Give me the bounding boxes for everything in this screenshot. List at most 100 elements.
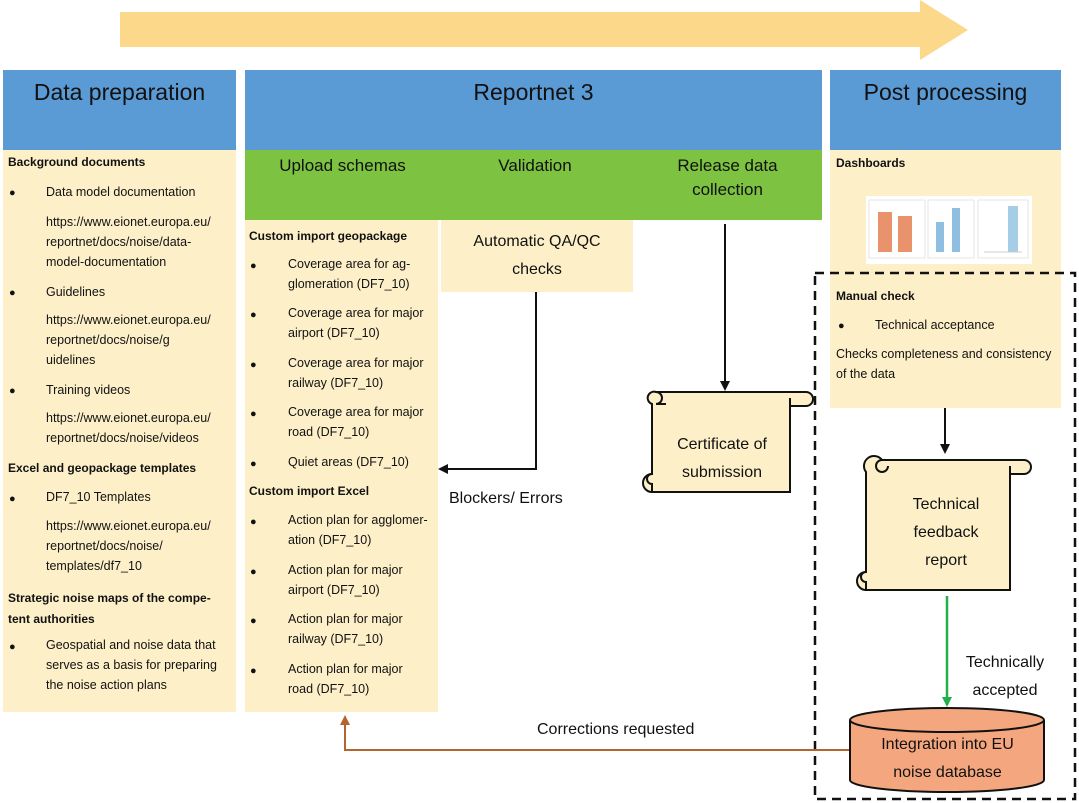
custom-import-excel-title: Custom import Excel xyxy=(249,484,370,498)
label-line: Integration into EU xyxy=(881,736,1014,753)
item-line: railway (DF7_10) xyxy=(288,376,384,390)
geospatial-item: Geospatial and noise data that serves as… xyxy=(46,635,217,695)
header-reportnet: Reportnet 3 xyxy=(245,70,822,150)
tab-release: Release data collection xyxy=(635,154,820,202)
url-line: https://www.eionet.europa.eu/ xyxy=(46,519,211,533)
excel-item: Action plan for major road (DF7_10) xyxy=(288,659,403,699)
geo-item: Coverage area for major railway (DF7_10) xyxy=(288,353,423,393)
item-line: airport (DF7_10) xyxy=(288,583,380,597)
guidelines-url: https://www.eionet.europa.eu/ reportnet/… xyxy=(46,310,211,370)
url-line: https://www.eionet.europa.eu/ xyxy=(46,215,211,229)
dashboards-title: Dashboards xyxy=(836,156,906,170)
corrections-arrow xyxy=(340,715,850,751)
label-line: Technically xyxy=(965,654,1045,671)
bullet: ● xyxy=(250,309,257,321)
label-line: noise database xyxy=(893,764,1002,781)
item-line: Coverage area for major xyxy=(288,405,424,419)
bullet: ● xyxy=(838,320,845,332)
tab-upload-schemas: Upload schemas xyxy=(279,156,406,175)
item-line: airport (DF7_10) xyxy=(288,326,380,340)
excel-item: Action plan for major airport (DF7_10) xyxy=(288,560,403,600)
bullet: ● xyxy=(250,665,257,677)
certificate-label: Certificate of submission xyxy=(652,431,792,487)
item-line: ation (DF7_10) xyxy=(288,533,372,547)
item-line: road (DF7_10) xyxy=(288,425,370,439)
item-line: Coverage area for major xyxy=(288,306,424,320)
geo-item: Coverage area for ag- glomeration (DF7_1… xyxy=(288,254,410,294)
tab-release-line1: Release data xyxy=(677,156,778,175)
item-line: Action plan for major xyxy=(288,612,403,626)
item-line: Quiet areas (DF7_10) xyxy=(288,455,409,469)
item-line: Action plan for major xyxy=(288,563,403,577)
automatic-qa-qc-box: Automatic QA/QC checks xyxy=(441,220,633,292)
blockers-arrow xyxy=(438,292,537,474)
bullet: ● xyxy=(250,408,257,420)
url-line: https://www.eionet.europa.eu/ xyxy=(46,313,211,327)
item-line: road (DF7_10) xyxy=(288,682,370,696)
data-preparation-panel xyxy=(3,150,236,712)
excel-item: Action plan for major railway (DF7_10) xyxy=(288,609,403,649)
integration-label: Integration into EU noise database xyxy=(855,731,1040,787)
bullet: ● xyxy=(9,493,16,505)
label-line: Technical xyxy=(912,496,980,513)
item-line: Coverage area for ag- xyxy=(288,257,411,271)
box-line: Automatic QA/QC xyxy=(473,233,601,250)
tab-release-line2: collection xyxy=(692,180,763,199)
bullet: ● xyxy=(250,260,257,272)
data-model-doc-item: Data model documentation xyxy=(46,185,196,199)
label-line: Certificate of xyxy=(677,436,767,453)
title-line: tent authorities xyxy=(8,612,95,626)
feedback-scroll xyxy=(856,455,1032,591)
box-line: checks xyxy=(512,261,562,278)
header-data-preparation: Data preparation xyxy=(3,70,236,150)
item-line: Geospatial and noise data that xyxy=(46,638,216,652)
bullet: ● xyxy=(9,187,16,199)
bullet: ● xyxy=(250,458,257,470)
text-line: Checks completeness and consistency xyxy=(836,347,1052,361)
technical-acceptance-item: Technical acceptance xyxy=(875,318,995,332)
corrections-requested-label: Corrections requested xyxy=(537,721,695,738)
url-line: model-documentation xyxy=(46,255,167,269)
geo-item: Coverage area for major road (DF7_10) xyxy=(288,402,423,442)
certificate-scroll xyxy=(642,390,814,493)
url-line: reportnet/docs/noise/videos xyxy=(46,431,199,445)
item-line: railway (DF7_10) xyxy=(288,632,384,646)
dashboard-thumbnail xyxy=(866,196,1032,264)
training-videos-item: Training videos xyxy=(46,383,131,397)
bullet: ● xyxy=(250,516,257,528)
label-line: submission xyxy=(681,464,763,481)
url-line: reportnet/docs/noise/data- xyxy=(46,235,192,249)
label-line: report xyxy=(925,552,967,569)
geo-item: Coverage area for major airport (DF7_10) xyxy=(288,303,423,343)
item-line: serves as a basis for preparing xyxy=(46,658,217,672)
item-line: the noise action plans xyxy=(46,678,167,692)
header-post-processing: Post processing xyxy=(830,70,1061,150)
manual-check-region xyxy=(813,271,1077,801)
text-line: of the data xyxy=(836,367,896,381)
df7-templates-url: https://www.eionet.europa.eu/ reportnet/… xyxy=(46,516,211,576)
item-line: Coverage area for major xyxy=(288,356,424,370)
geo-item: Quiet areas (DF7_10) xyxy=(288,452,409,472)
technical-feedback-label: Technical feedback report xyxy=(872,491,1020,575)
training-videos-url: https://www.eionet.europa.eu/ reportnet/… xyxy=(46,408,211,448)
item-line: Action plan for agglomer- xyxy=(288,513,428,527)
label-line: accepted xyxy=(972,682,1038,699)
guidelines-item: Guidelines xyxy=(46,285,106,299)
bullet: ● xyxy=(250,359,257,371)
excel-item: Action plan for agglomer- ation (DF7_10) xyxy=(288,510,428,550)
bullet: ● xyxy=(9,641,16,653)
templates-title: Excel and geopackage templates xyxy=(8,461,197,475)
upload-schemas-panel xyxy=(245,220,438,712)
bullet: ● xyxy=(9,287,16,299)
label-line: feedback xyxy=(913,524,979,541)
bullet: ● xyxy=(250,615,257,627)
bullet: ● xyxy=(9,385,16,397)
data-preparation-content: Background documents xyxy=(8,155,233,169)
blockers-errors-label: Blockers/ Errors xyxy=(449,490,563,507)
item-line: Action plan for major xyxy=(288,662,403,676)
item-line: glomeration (DF7_10) xyxy=(288,277,410,291)
checks-completeness-text: Checks completeness and consistency of t… xyxy=(836,344,1051,384)
background-documents-title: Background documents xyxy=(8,155,146,169)
